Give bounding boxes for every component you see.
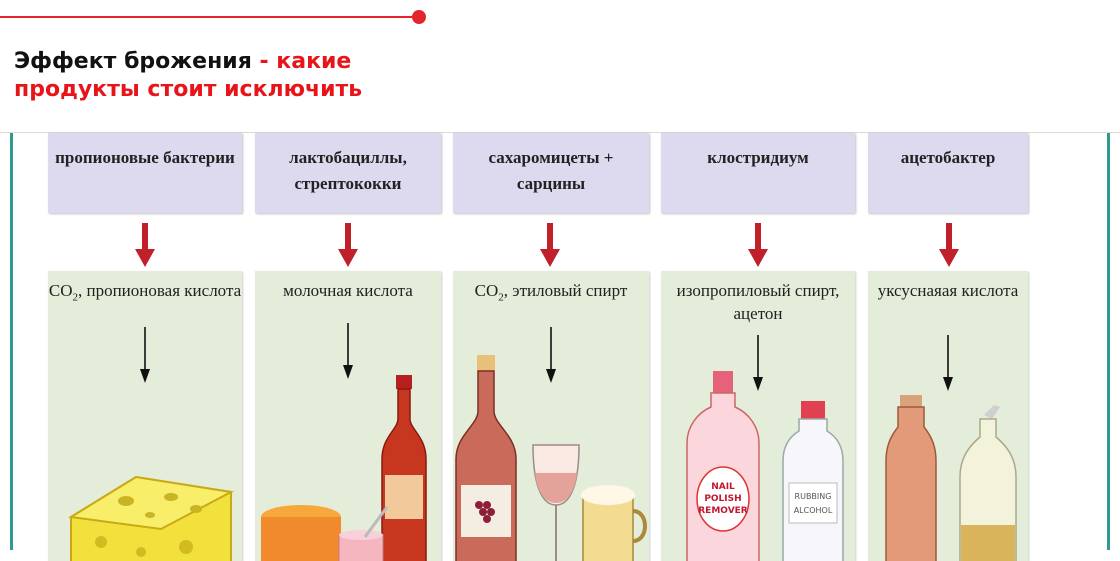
page-title: Эффект брожения - какие продукты стоит и…: [14, 48, 444, 104]
bacteria-label: ацетобактер: [900, 148, 996, 167]
thin-arrow-down-icon: [546, 327, 556, 383]
bacteria-box-saccharomyces: сахаромицеты + сарцины: [453, 133, 649, 213]
bacteria-box-lacto: лактобациллы, стрептококки: [255, 133, 441, 213]
accent-dot: [412, 10, 426, 24]
product-rest: , пропионовая кислота: [77, 281, 242, 300]
red-arrow-down-icon: [338, 223, 358, 267]
svg-text:RUBBING: RUBBING: [795, 492, 832, 501]
product-label: изопропиловый спирт, ацетон: [676, 281, 840, 323]
product-label: уксуснаяая кислота: [877, 281, 1019, 300]
bacteria-box-clostridium: клостридиум: [661, 133, 855, 213]
product-label: молочная кислота: [283, 281, 413, 300]
bacteria-label: клостридиум: [707, 148, 809, 167]
red-arrow-down-icon: [939, 223, 959, 267]
svg-text:REMOVER: REMOVER: [698, 506, 748, 516]
title-main: Эффект брожения: [14, 49, 252, 74]
bacteria-box-propionic: пропионовые бактерии: [48, 133, 242, 213]
accent-line: [0, 16, 418, 18]
bacteria-label: пропионовые бактерии: [55, 148, 235, 167]
dairy-products-icon: [261, 375, 427, 561]
product-box-clostridium: изопропиловый спирт, ацетон NAIL POLISH …: [661, 271, 855, 561]
cheese-icon: [68, 475, 235, 561]
wine-beer-icon: [455, 355, 647, 561]
product-prefix: CO: [474, 281, 499, 300]
product-subscript: 2: [498, 291, 504, 304]
product-box-propionic: CO2, пропионовая кислота: [48, 271, 242, 561]
red-arrow-down-icon: [748, 223, 768, 267]
thin-arrow-down-icon: [140, 327, 150, 383]
bacteria-label: лактобациллы, стрептококки: [289, 148, 407, 193]
fermentation-diagram: пропионовые бактерии CO2, пропионовая ки…: [10, 133, 1110, 561]
svg-text:ALCOHOL: ALCOHOL: [794, 506, 833, 515]
product-box-acetobacter: уксуснаяая кислота: [868, 271, 1028, 561]
product-rest: , этиловый спирт: [503, 281, 628, 300]
thin-arrow-down-icon: [943, 335, 953, 391]
bacteria-label: сахаромицеты + сарцины: [488, 148, 614, 193]
svg-text:NAIL: NAIL: [711, 482, 735, 492]
vinegar-bottles-icon: [885, 395, 1017, 561]
product-prefix: CO: [48, 281, 73, 300]
product-box-saccharomyces: CO2, этиловый спирт: [453, 271, 649, 561]
title-highlight: - какие продукты стоит исключить: [14, 49, 363, 102]
bacteria-box-acetobacter: ацетобактер: [868, 133, 1028, 213]
solvent-bottles-icon: NAIL POLISH REMOVER RUBBING ALCOHOL: [686, 371, 844, 561]
svg-text:POLISH: POLISH: [704, 494, 741, 504]
thin-arrow-down-icon: [753, 335, 763, 391]
product-box-lacto: молочная кислота: [255, 271, 441, 561]
product-subscript: 2: [72, 291, 78, 304]
thin-arrow-down-icon: [343, 323, 353, 379]
top-rule: [0, 132, 1120, 133]
red-arrow-down-icon: [135, 223, 155, 267]
red-arrow-down-icon: [540, 223, 560, 267]
